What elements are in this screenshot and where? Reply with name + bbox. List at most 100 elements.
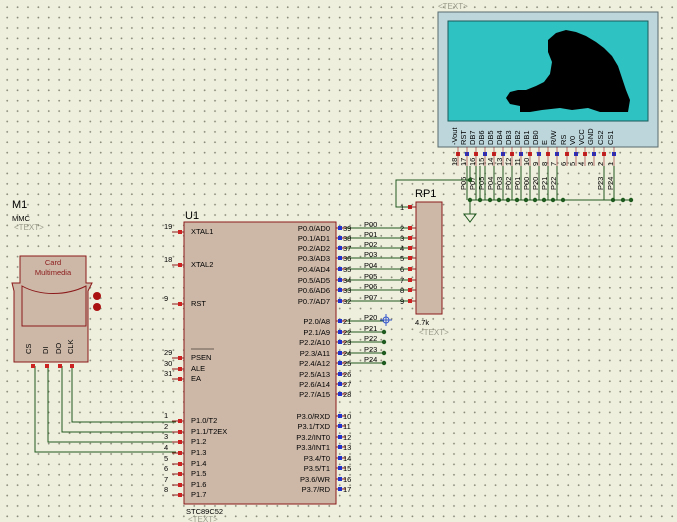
junction-dot [487,197,493,203]
pin-name: P0.3/AD3 [298,254,330,263]
pin-name: DB0 [531,130,540,145]
u1-pin-2[interactable]: 2P1.1/T2EX [164,422,227,436]
junction-dot [467,177,473,183]
m1-pin-cs[interactable]: CS [24,344,35,368]
pin-marker [338,424,342,428]
m1-slot-outline [21,285,87,327]
u1-microcontroller[interactable]: U1 STC89C52 <TEXT> 19XTAL118XTAL29RST29P… [164,210,377,522]
lcd-pin-6[interactable]: RS6 [559,135,569,166]
pin-number: 38 [343,234,351,243]
rp1-pin-3[interactable]: 3 [400,234,416,243]
pin-marker [408,236,412,240]
rp1-pin-4[interactable]: 4 [400,244,416,253]
lcd-pin-5[interactable]: V05 [568,136,578,166]
pin-name: DB6 [477,130,486,145]
m1-label-line2: Multimedia [35,268,72,277]
rp1-common-pin: 1 [400,203,404,212]
pin-name: RS [559,135,568,145]
rp1-pin-7[interactable]: 7 [400,276,416,285]
pin-number: 4 [400,244,404,253]
net-label: P24 [364,355,377,364]
pin-name: P1.4 [191,459,206,468]
u1-pin-6[interactable]: 6P1.5 [164,464,206,478]
net-label: P22 [364,334,377,343]
m1-pin-clk[interactable]: CLK [66,339,75,368]
rp1-pin-8[interactable]: 8 [400,286,416,295]
u1-pin-8[interactable]: 8P1.7 [164,485,206,499]
pin-number: 2 [596,162,605,166]
pin-marker [338,299,342,303]
u1-pin-7[interactable]: 7P1.6 [164,475,206,489]
pin-name: P2.1/A9 [303,328,330,337]
rp1-pin-2[interactable]: 2 [400,224,416,233]
pin-number: 14 [343,454,351,463]
pin-marker [178,493,182,497]
lcd-module[interactable]: <TEXT> -Vout18RST17P06DB716P07DB615P05DB… [437,2,659,201]
pin-name: CS2 [596,130,605,145]
m1-pin-di[interactable]: DI [41,347,50,369]
u1-pin-5[interactable]: 5P1.4 [164,454,206,468]
rp1-pin-6[interactable]: 6 [400,265,416,274]
rp1-pin-9[interactable]: 9 [400,297,416,306]
pin-name: P3.7/RD [302,485,331,494]
u1-pin-4[interactable]: 4P1.3 [164,443,206,457]
u1-pin-1[interactable]: 1P1.0/T2 [164,411,217,425]
u1-pin-3[interactable]: 3P1.2 [164,432,206,446]
junction-dot [381,350,387,356]
m1-pin-do[interactable]: DO [54,343,63,368]
pin-name: EA [191,374,201,383]
rp1-pin-5[interactable]: 5 [400,254,416,263]
pin-name: DB3 [504,130,513,145]
pin-marker [338,445,342,449]
